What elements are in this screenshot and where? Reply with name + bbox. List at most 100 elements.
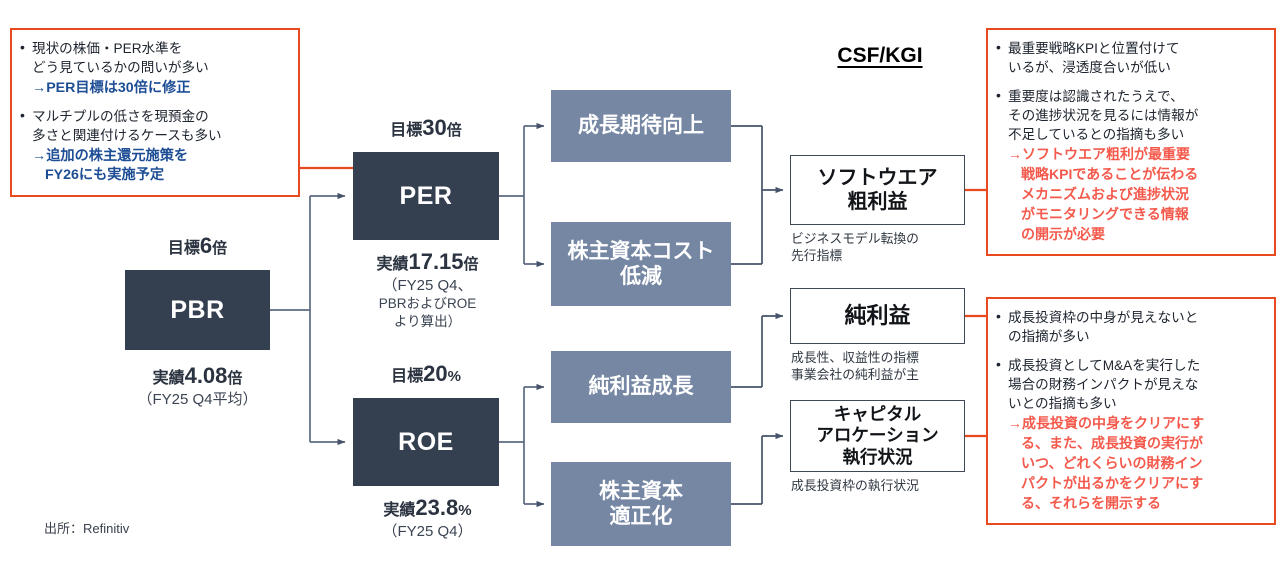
- per-actual-value: 17.15: [408, 249, 464, 274]
- kpi-box-pbr[interactable]: PBR: [125, 270, 270, 350]
- per-actual-label: 実績17.15倍 （FY25 Q4、 PBRおよびROE より算出）: [340, 248, 515, 330]
- callout-accent-line: の開示が必要: [1021, 225, 1105, 242]
- callout-accent-line: →ソフトウエア粗利が最重要: [1008, 146, 1190, 163]
- driver-label-line1: 株主資本コスト: [567, 239, 715, 263]
- csf-kgi-heading: CSF/KGI: [837, 44, 923, 67]
- pbr-target-unit: 倍: [212, 240, 228, 257]
- callout-text: いとの指摘も多い: [1008, 396, 1117, 412]
- list-item: 重要度は認識されたうえで、 その進捗状況を見るには情報が 不足しているとの指摘も…: [994, 86, 1264, 245]
- driver-label: 株主資本コスト 低減: [568, 239, 715, 289]
- per-target-unit: 倍: [446, 122, 462, 139]
- list-item: 成長投資としてM&Aを実行した 場合の財務インパクトが見えな いとの指摘も多い …: [994, 355, 1264, 514]
- driver-box-net-income-growth[interactable]: 純利益成長: [551, 351, 731, 423]
- csf-label-line2: アロケーション: [816, 425, 939, 446]
- driver-label-line1: 株主資本: [599, 479, 683, 503]
- callout-accent-line: →追加の株主還元施策を: [32, 147, 189, 164]
- callout-text: 成長投資としてM&Aを実行した: [1008, 357, 1201, 373]
- csf-caption-capital-allocation: 成長投資枠の執行状況: [791, 477, 1006, 494]
- callout-text: どう見ているかの問いが多い: [32, 60, 209, 76]
- driver-label: 株主資本 適正化: [599, 479, 683, 529]
- callout-accent-line: パクトが出るかをクリアにす: [1021, 475, 1204, 492]
- callout-text: その進捗状況を見るには情報が: [1008, 107, 1199, 123]
- callout-left: 現状の株価・PER水準を どう見ているかの問いが多い →PER目標は30倍に修正…: [10, 28, 300, 197]
- kpi-box-pbr-label: PBR: [170, 295, 225, 324]
- kpi-box-roe[interactable]: ROE: [353, 398, 499, 486]
- csf-caption-net-income: 成長性、収益性の指標 事業会社の純利益が主: [791, 349, 1006, 383]
- callout-accent: →成長投資の中身をクリアにす る、また、成長投資の実行が いつ、どれくらいの財務…: [1008, 414, 1264, 513]
- callout-accent-line: いつ、どれくらいの財務イン: [1021, 455, 1203, 472]
- callout-accent-line: FY26にも実施予定: [45, 167, 165, 184]
- callout-text: いるが、浸透度合いが低い: [1008, 60, 1171, 76]
- per-target-prefix: 目標: [390, 122, 423, 139]
- pbr-target-prefix: 目標: [167, 240, 200, 257]
- pbr-target-value: 6: [199, 233, 213, 258]
- callout-accent-line: →成長投資の中身をクリアにす: [1008, 415, 1205, 432]
- callout-right-bottom: 成長投資枠の中身が見えないと の指摘が多い 成長投資としてM&Aを実行した 場合…: [986, 297, 1276, 525]
- csf-label-line2: 粗利益: [847, 191, 908, 213]
- roe-target-value: 20: [423, 361, 448, 386]
- source-note: 出所：Refinitiv: [44, 521, 130, 536]
- csf-label-line3: 執行状況: [842, 446, 913, 467]
- callout-text: 不足しているとの指摘も多い: [1008, 127, 1185, 143]
- roe-actual-unit: %: [458, 502, 472, 519]
- list-item: 成長投資枠の中身が見えないと の指摘が多い: [994, 307, 1264, 347]
- callout-text: 多さと関連付けるケースも多い: [32, 128, 222, 144]
- pbr-actual-unit: 倍: [227, 370, 243, 387]
- pbr-actual-prefix: 実績: [152, 370, 185, 387]
- callout-text: の指摘が多い: [1008, 329, 1090, 345]
- roe-actual-label: 実績23.8% （FY25 Q4）: [340, 494, 515, 541]
- per-actual-note-2: PBRおよびROE: [378, 296, 477, 312]
- csf-caption-line2: 先行指標: [791, 248, 843, 264]
- per-actual-unit: 倍: [463, 256, 479, 273]
- roe-actual-value: 23.8: [415, 495, 459, 520]
- callout-accent: →追加の株主還元施策を FY26にも実施予定: [32, 147, 288, 186]
- csf-caption-software: ビジネスモデル転換の 先行指標: [791, 230, 1006, 264]
- roe-actual-note: （FY25 Q4）: [382, 523, 473, 541]
- list-item: 最重要戦略KPIと位置付けて いるが、浸透度合いが低い: [994, 38, 1264, 78]
- callout-right-bottom-list: 成長投資枠の中身が見えないと の指摘が多い 成長投資としてM&Aを実行した 場合…: [994, 307, 1264, 514]
- callout-accent-line: る、それらを開示する: [1021, 494, 1161, 511]
- driver-box-growth-expectation[interactable]: 成長期待向上: [551, 90, 731, 162]
- pbr-actual-label: 実績4.08倍 （FY25 Q4平均）: [105, 362, 290, 409]
- driver-label-line2: 適正化: [609, 505, 673, 528]
- csf-label-line1: キャピタル: [833, 403, 922, 424]
- kpi-box-per[interactable]: PER: [353, 152, 499, 240]
- driver-label-line2: 低減: [620, 265, 662, 288]
- csf-caption-line2: 事業会社の純利益が主: [791, 367, 919, 383]
- pbr-actual-note: （FY25 Q4平均）: [137, 391, 258, 409]
- csf-caption-line1: 成長投資枠の執行状況: [791, 478, 919, 493]
- csf-caption-line1: ビジネスモデル転換の: [791, 231, 919, 246]
- roe-actual-prefix: 実績: [383, 502, 416, 519]
- csf-box-software-gross-profit[interactable]: ソフトウエア 粗利益: [790, 155, 965, 225]
- driver-label: 純利益成長: [588, 375, 694, 399]
- csf-box-capital-allocation[interactable]: キャピタル アロケーション 執行状況: [790, 400, 965, 472]
- callout-right-top-list: 最重要戦略KPIと位置付けて いるが、浸透度合いが低い 重要度は認識されたうえで…: [994, 38, 1264, 245]
- list-item: マルチプルの低さを現預金の 多さと関連付けるケースも多い →追加の株主還元施策を…: [18, 106, 288, 186]
- callout-accent: →ソフトウエア粗利が最重要 戦略KPIであることが伝わる メカニズムおよび進捗状…: [1008, 145, 1264, 244]
- callout-text: 最重要戦略KPIと位置付けて: [1008, 41, 1180, 56]
- callout-accent-line: 戦略KPIであることが伝わる: [1021, 166, 1199, 183]
- callout-accent-line: がモニタリングできる情報: [1021, 206, 1189, 223]
- callout-text: 現状の株価・PER水準を: [32, 41, 183, 56]
- callout-accent-line: る、また、成長投資の実行が: [1021, 435, 1203, 452]
- driver-box-equity-cost-reduction[interactable]: 株主資本コスト 低減: [551, 222, 731, 306]
- per-target-value: 30: [422, 115, 447, 140]
- callout-text: 場合の財務インパクトが見えな: [1008, 376, 1199, 392]
- csf-box-net-income[interactable]: 純利益: [790, 288, 965, 344]
- csf-caption-line1: 成長性、収益性の指標: [791, 350, 919, 365]
- callout-text: マルチプルの低さを現預金の: [32, 109, 209, 125]
- pbr-target-label: 目標6倍: [125, 232, 270, 260]
- per-actual-note-1: （FY25 Q4、: [382, 277, 473, 295]
- callout-text: 重要度は認識されたうえで、: [1008, 88, 1184, 104]
- callout-accent: →PER目標は30倍に修正: [32, 79, 191, 96]
- driver-box-equity-optimization[interactable]: 株主資本 適正化: [551, 462, 731, 546]
- list-item: 現状の株価・PER水準を どう見ているかの問いが多い →PER目標は30倍に修正: [18, 38, 288, 98]
- pbr-actual-value: 4.08: [184, 363, 228, 388]
- driver-label: 成長期待向上: [578, 114, 704, 138]
- csf-label: キャピタル アロケーション 執行状況: [816, 404, 938, 468]
- callout-left-list: 現状の株価・PER水準を どう見ているかの問いが多い →PER目標は30倍に修正…: [18, 38, 288, 186]
- per-actual-prefix: 実績: [376, 256, 409, 273]
- roe-target-prefix: 目標: [391, 368, 424, 385]
- per-target-label: 目標30倍: [353, 114, 499, 142]
